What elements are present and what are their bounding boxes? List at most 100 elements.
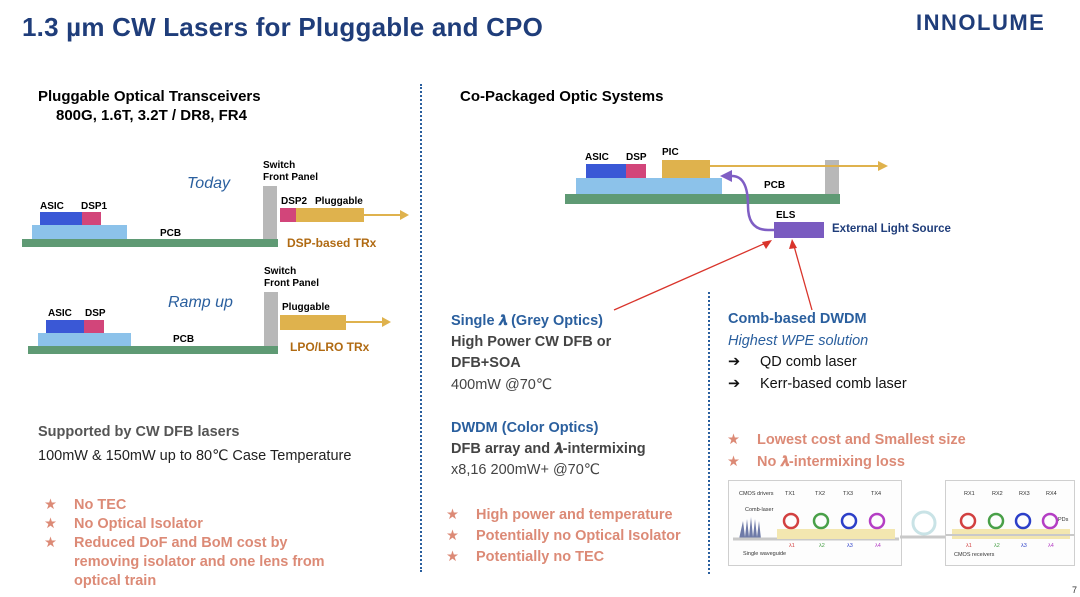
beam-arrow-2 [346,317,391,327]
cpo-pic-label: PIC [662,147,679,158]
star-icon: ★ [727,454,740,470]
asic-chip [40,212,82,225]
els-fiber-arrow [720,170,776,232]
star-text: High power and temperature [476,507,673,523]
substrate [32,225,127,239]
comb-tx-diagram: CMOS drivers Comb-laser Single waveguide… [728,480,902,566]
dwdm-line-1: DFB array and 𝝀-intermixing [451,441,646,457]
star-item: ★Potentially no Optical Isolator [446,526,681,547]
front-panel-2 [264,292,278,346]
cpo-pcb-bar [565,194,840,204]
lambda-label: λ4 [1048,543,1054,549]
dsp-chip-2 [84,320,104,333]
cpo-pcb-label: PCB [764,180,786,191]
pluggable-module [296,208,364,222]
star-icon: ★ [44,497,57,513]
tx-rings [733,512,899,541]
arrow-icon: ➔ [728,376,741,392]
cmos-drivers-label: CMOS drivers [739,491,774,497]
switch-text: Switch [263,160,296,171]
lambda-label: λ1 [966,543,972,549]
asic-chip-2 [46,320,84,333]
star-text: Lowest cost and Smallest size [757,432,966,448]
rx-label: RX2 [992,491,1003,497]
comb-item-text: QD comb laser [760,354,857,370]
cpo-asic-label: ASIC [585,152,609,163]
comb-heading: Comb-based DWDM [728,311,867,327]
page-title: 1.3 µm CW Lasers for Pluggable and CPO [22,12,544,42]
star-icon: ★ [446,528,459,544]
rx-rings [946,512,1074,539]
cpo-dsp-chip [626,164,646,178]
lambda-label: λ3 [847,543,853,549]
star-item: ★No TEC [44,496,325,515]
substrate-2 [38,333,131,346]
supported-text: Supported by CW DFB lasers [38,424,240,440]
comb-item-text: Kerr-based comb laser [760,376,907,392]
cpo-asic-chip [586,164,626,178]
els-text: External Light Source [832,223,951,235]
pcb-bar-2 [28,346,278,354]
column-divider [420,84,422,572]
lambda-label: λ3 [1021,543,1027,549]
cpo-dsp-label: DSP [626,152,647,163]
switch-text-2: Switch [264,266,297,277]
comb-star-list: ★Lowest cost and Smallest size ★ No 𝝀-int… [727,429,966,473]
star-icon: ★ [446,507,459,523]
cpo-beam-arrow [710,161,888,171]
today-label: Today [187,175,230,192]
arrow-icon: ➔ [728,354,741,370]
front-panel-text: Front Panel [263,172,319,183]
comb-item: ➔ Kerr-based comb laser [728,376,907,392]
single-line-3: 400mW @70℃ [451,377,553,393]
cpo-substrate [576,178,722,194]
star-icon: ★ [44,516,57,532]
star-icon: ★ [44,535,57,551]
pluggable-label-2: Pluggable [282,302,330,313]
rx-label: RX1 [964,491,975,497]
asic-label: ASIC [40,201,64,212]
rx-label: RX3 [1019,491,1030,497]
single-line-1: High Power CW DFB or [451,334,612,350]
star-text: Potentially no TEC [476,549,605,565]
single-waveguide-label: Single waveguide [743,551,787,557]
star-text: No Optical Isolator [74,516,203,532]
els-block [774,222,824,238]
cmos-receivers-label: CMOS receivers [954,552,995,558]
pcb-bar [22,239,278,247]
dwdm-line-2: x8,16 200mW+ @70℃ [451,462,601,478]
pds-label: PDs [1058,517,1069,523]
ramp-label: Ramp up [168,294,233,311]
single-line-2: DFB+SOA [451,355,521,371]
single-heading: Single 𝝀 (Grey Optics) [451,313,603,329]
pluggable-module-2 [280,315,346,330]
star-icon: ★ [446,549,459,565]
pcb-label-2: PCB [173,334,195,345]
comb-laser-label: Comb-laser [745,507,774,513]
star-item: ★Reduced DoF and BoM cost by [44,534,325,553]
trx-label-2: LPO/LRO TRx [290,340,370,354]
tx-label: TX3 [843,491,854,497]
star-item: ★Lowest cost and Smallest size [727,429,966,451]
star-text: No 𝝀-intermixing loss [757,454,905,470]
dsp2-chip [280,208,296,222]
dsp-label-2: DSP [85,308,106,319]
front-panel-text-2: Front Panel [264,278,320,289]
inner-divider [708,292,710,574]
comb-item: ➔ QD comb laser [728,354,857,370]
lambda-label: λ4 [875,543,881,549]
star-item: ★ No 𝝀-intermixing loss [727,451,966,473]
lambda-label: λ1 [789,543,795,549]
tx-label: TX1 [785,491,796,497]
dsp1-label: DSP1 [81,201,108,212]
dsp2-label: DSP2 [281,196,308,207]
company-logo: INNOLUME [916,10,1046,35]
lambda-label: λ2 [994,543,1000,549]
temp-text: 100mW & 150mW up to 80℃ Case Temperature [38,448,352,464]
star-item: ★ No Optical Isolator [44,515,325,534]
left-heading: Pluggable Optical Transceivers [38,88,261,105]
rx-label: RX4 [1046,491,1057,497]
mid-star-list: ★High power and temperature ★Potentially… [446,505,681,568]
left-star-list: ★No TEC ★ No Optical Isolator ★Reduced Do… [44,496,325,591]
page-number: 7 [1072,585,1078,595]
